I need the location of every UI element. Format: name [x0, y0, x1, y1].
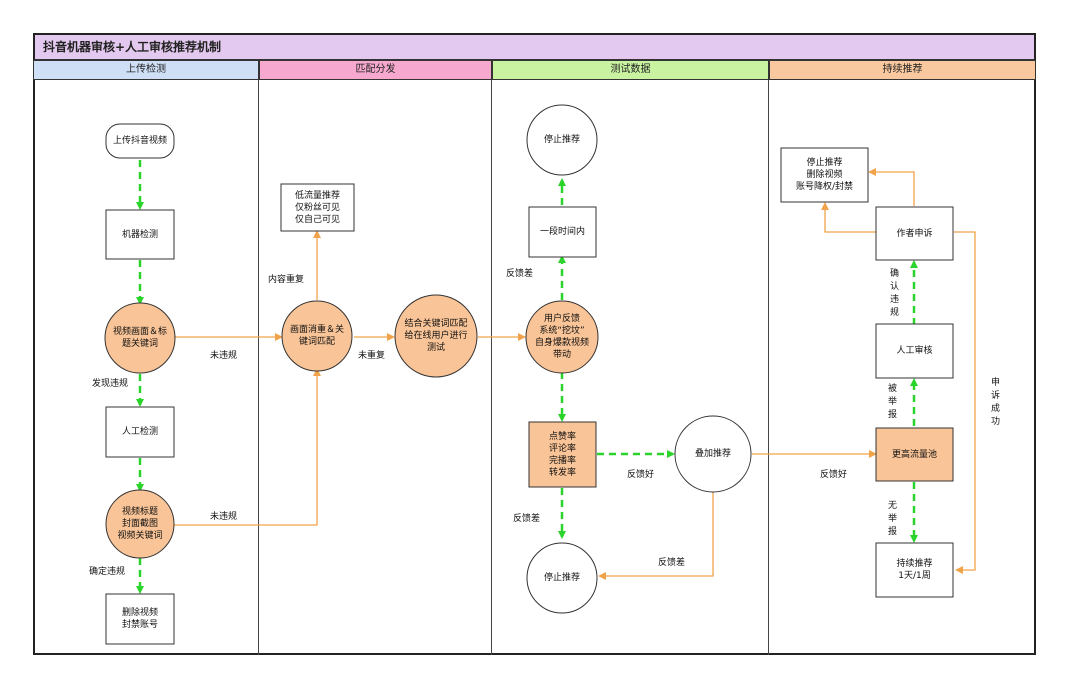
label-manual-check: 人工检测 — [121, 427, 158, 437]
edge-label-feedback-bad-top: 反馈差 — [506, 269, 534, 279]
line-stack-to-stop — [598, 492, 714, 580]
label-video-title: 视频标题 封面截图 视频关键词 — [117, 507, 163, 541]
label-continuous: 持续推荐 1天/1周 — [896, 559, 933, 581]
node-stop-penalty — [780, 147, 869, 203]
node-continuous — [875, 542, 954, 598]
lane-divider — [258, 80, 259, 655]
node-period — [528, 206, 597, 258]
label-upload-video: 上传抖音视频 — [112, 136, 167, 146]
edge-label-not-violation-2: 未违规 — [210, 512, 238, 522]
node-author-appeal — [875, 206, 954, 261]
edge-label-not-duplicate: 未重复 — [358, 351, 386, 361]
node-stack-recommend — [674, 415, 752, 493]
label-period: 一段时间内 — [539, 227, 585, 237]
line-appeal-to-penalty — [821, 202, 876, 233]
label-dedupe-match: 画面消重＆关 键词匹配 — [289, 325, 344, 347]
line-appeal-success — [954, 231, 976, 574]
label-metrics: 点赞率 评论率 完播率 转发率 — [548, 431, 576, 478]
label-stack-recommend: 叠加推荐 — [694, 449, 731, 459]
edge-label-feedback-good: 反馈好 — [627, 470, 655, 480]
edge-label-feedback-bad-right: 反馈差 — [658, 558, 686, 568]
node-upload-video — [105, 123, 175, 159]
node-manual-review — [875, 323, 954, 379]
label-stop-top: 停止推荐 — [543, 135, 580, 145]
node-delete-video — [105, 593, 175, 645]
node-keyword-online-test — [394, 294, 478, 378]
node-stop-top — [526, 104, 598, 176]
edge-label-feedback-good-2: 反馈好 — [820, 470, 848, 480]
edge-label-no-report: 无 举 报 — [888, 501, 898, 537]
label-title-keywords: 视频画面＆标 题关键词 — [112, 327, 167, 349]
line-title-to-dedupe — [174, 368, 321, 526]
label-higher-pool: 更高流量池 — [891, 449, 937, 460]
label-author-appeal: 作者申诉 — [896, 228, 933, 239]
label-delete-video: 删除视频 封禁账号 — [121, 608, 158, 630]
label-keyword-online-test: 结合关键词匹配 给在线用户进行 测试 — [404, 319, 468, 353]
node-manual-check — [105, 406, 175, 458]
edge-label-reported: 被 举 报 — [888, 384, 898, 420]
lane-header-test: 测试数据 — [492, 60, 769, 80]
label-stop-bottom: 停止推荐 — [543, 573, 580, 583]
node-stop-bottom — [526, 542, 598, 614]
line-appeal-top-to-penalty — [868, 168, 915, 206]
node-feedback-circle — [525, 300, 599, 374]
node-dedupe-match — [281, 300, 353, 372]
lane-divider — [491, 80, 492, 655]
node-title-keywords — [104, 302, 176, 374]
edge-label-duplicate-content: 内容重复 — [268, 275, 305, 285]
label-manual-review: 人工审核 — [896, 346, 933, 356]
node-metrics — [528, 421, 597, 488]
lane-header-recommend: 持续推荐 — [769, 60, 1036, 80]
edge-label-confirm-violation: 确 认 违 规 — [890, 269, 900, 318]
node-low-traffic — [280, 183, 355, 232]
label-stop-penalty: 停止推荐 删除视频 账号降权/封禁 — [795, 158, 854, 192]
edge-label-found-violation: 发现违规 — [92, 379, 129, 389]
lane-header-upload: 上传检测 — [33, 60, 259, 80]
diagram-title: 抖音机器审核+人工审核推荐机制 — [33, 33, 1036, 60]
label-low-traffic: 低流量推荐 仅粉丝可见 仅自己可见 — [294, 190, 340, 225]
label-feedback-circle: 用户反馈 系统“挖坟” 自身爆款视频 带动 — [534, 314, 589, 360]
edge-label-not-violation-1: 未违规 — [210, 351, 238, 361]
lane-divider — [768, 80, 769, 655]
edge-label-feedback-bad-bottom: 反馈差 — [513, 514, 541, 524]
node-higher-pool — [875, 427, 954, 482]
lane-header-match: 匹配分发 — [259, 60, 492, 80]
node-video-title — [105, 489, 175, 559]
label-machine-check: 机器检测 — [121, 229, 158, 240]
node-machine-check — [105, 209, 175, 260]
edge-label-confirmed-violation: 确定违规 — [89, 567, 126, 577]
edge-label-appeal-success: 申 诉 成 功 — [991, 378, 1001, 427]
